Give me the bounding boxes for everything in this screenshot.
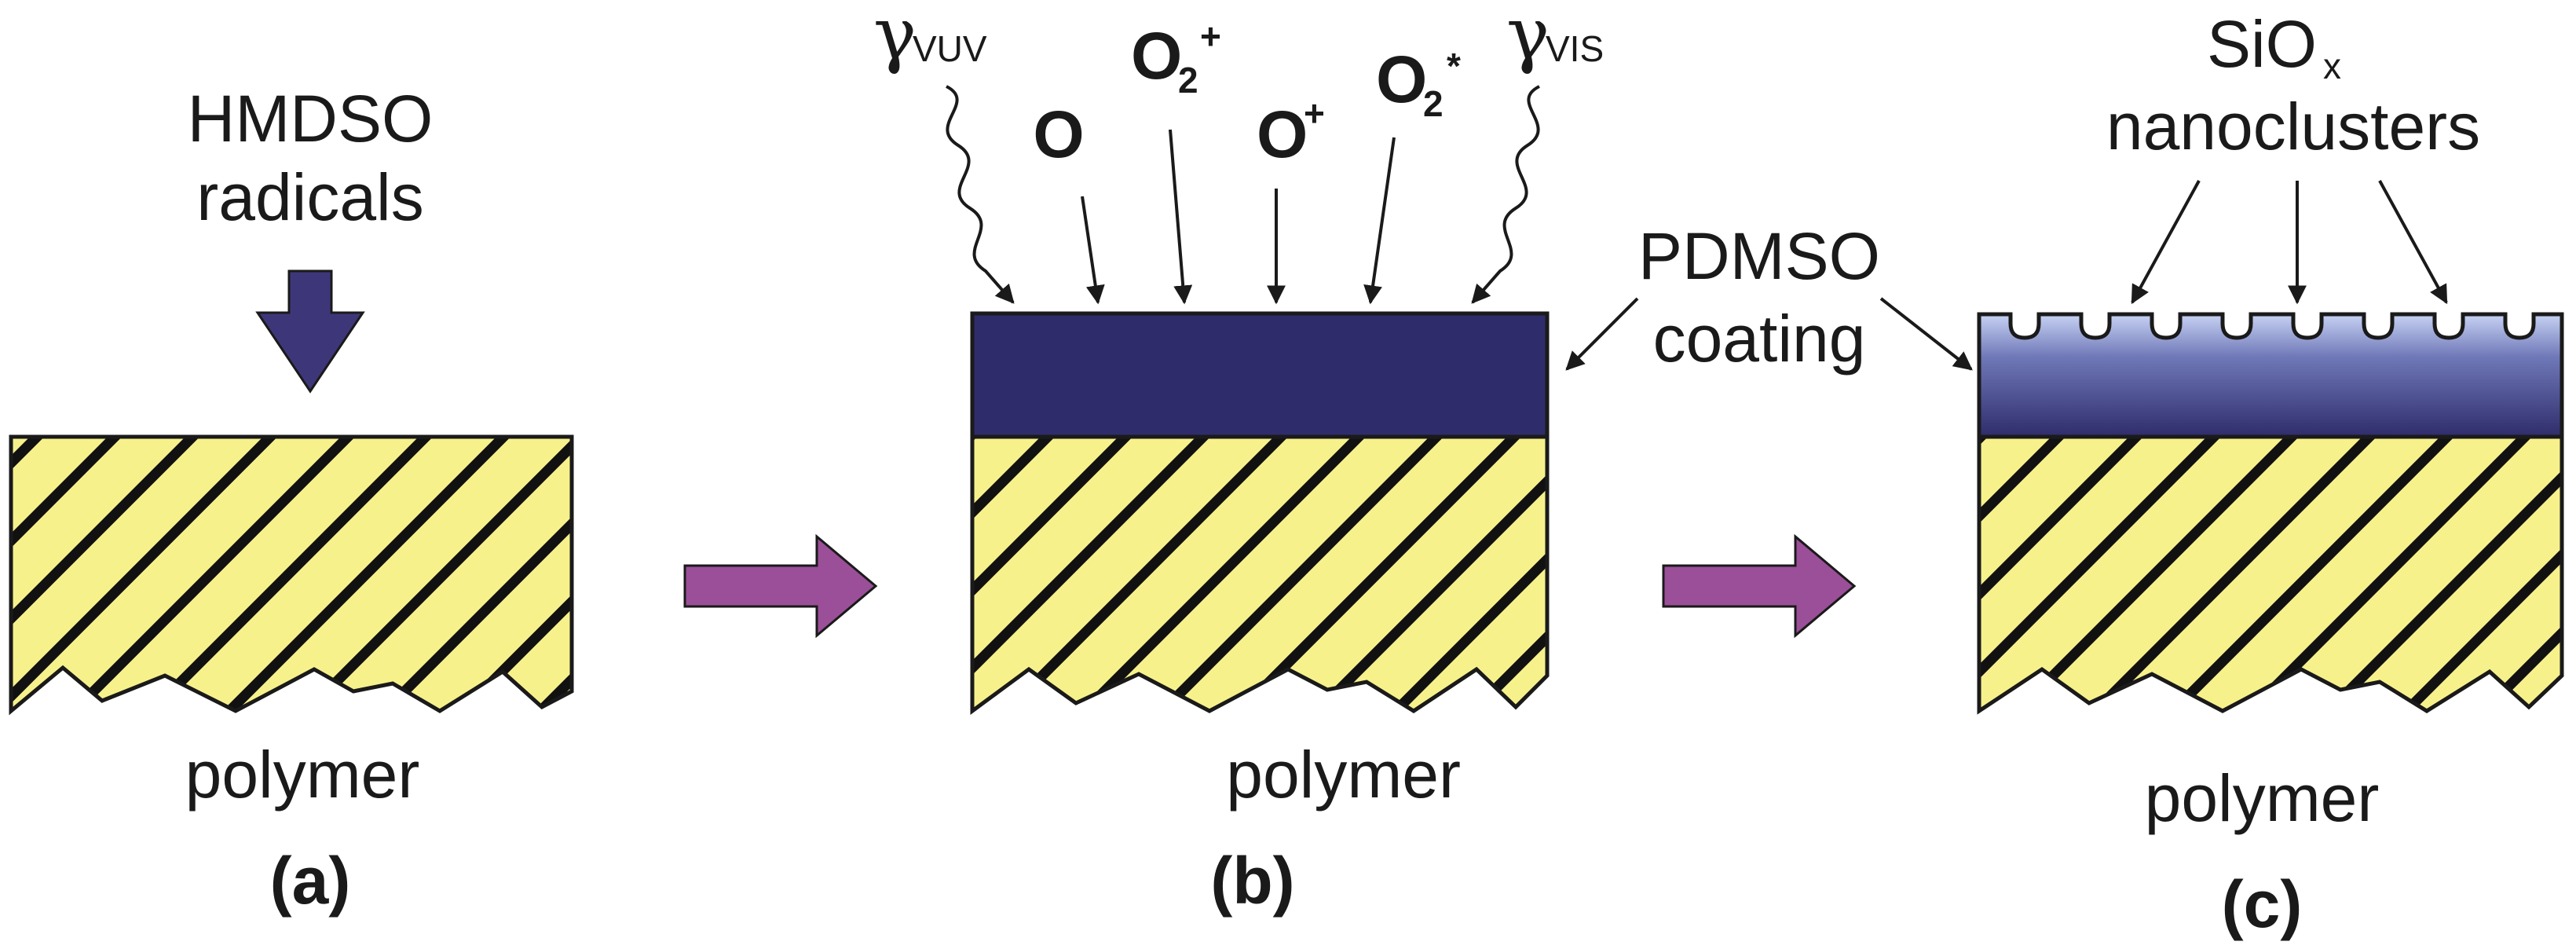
gamma-vuv-symbol: γ xyxy=(873,0,917,76)
polymer-label-c: polymer xyxy=(2145,761,2380,835)
o2-star-main: O xyxy=(1376,42,1427,116)
cluster-arrow-3-icon xyxy=(2378,180,2448,305)
panel-c: SiO x nanoclusters polymer (c) xyxy=(1977,7,2564,941)
nanostructured-coating-c xyxy=(1977,312,2564,439)
hmdso-label: HMDSO xyxy=(188,82,434,156)
o-plus-label: O + xyxy=(1257,93,1325,171)
caption-a: (a) xyxy=(270,844,351,918)
gamma-vis-symbol: γ xyxy=(1506,0,1550,76)
polymer-substrate-a xyxy=(9,434,574,716)
gamma-vuv-sub: VUV xyxy=(913,28,987,69)
coating-arrow-c-icon xyxy=(1879,297,1973,371)
nanoclusters-label: nanoclusters xyxy=(2106,90,2480,163)
polymer-label-a: polymer xyxy=(185,738,420,812)
process-arrow-1-icon xyxy=(683,533,878,639)
o2-plus-sub: 2 xyxy=(1178,60,1198,101)
o2-star-sub: 2 xyxy=(1423,83,1444,124)
precursor-arrow-icon xyxy=(255,269,365,394)
o2-plus-label: O 2 + xyxy=(1131,16,1221,101)
pdmso-coating-b xyxy=(970,311,1550,439)
o2-star-sup: * xyxy=(1447,46,1461,86)
polymer-substrate-b xyxy=(970,434,1550,715)
o2-plus-sup: + xyxy=(1200,16,1221,57)
panel-a: HMDSO radicals polymer (a) xyxy=(9,82,574,918)
o2-star-label: O 2 * xyxy=(1376,42,1461,124)
o-plus-sup: + xyxy=(1304,93,1325,134)
caption-c: (c) xyxy=(2222,867,2303,941)
polymer-label-b: polymer xyxy=(1226,738,1461,812)
siox-main: SiO xyxy=(2207,7,2317,81)
panel-b: γ VUV O O 2 + O + O 2 * γ VIS polymer xyxy=(873,0,1604,918)
process-arrow-2-icon xyxy=(1662,533,1857,639)
gamma-vuv-label: γ VUV xyxy=(873,0,987,76)
cluster-arrow-1-icon xyxy=(2131,180,2201,305)
vis-photon-arrow-icon xyxy=(1471,85,1540,304)
o-label: O xyxy=(1033,97,1084,171)
siox-sub: x xyxy=(2323,46,2341,86)
o-arrow-icon xyxy=(1081,196,1105,305)
o2-plus-main: O xyxy=(1131,19,1182,93)
vuv-photon-arrow-icon xyxy=(946,85,1015,304)
siox-label: SiO x xyxy=(2207,7,2341,86)
o2-plus-arrow-icon xyxy=(1169,129,1193,305)
radicals-label: radicals xyxy=(196,160,423,234)
o-plus-main: O xyxy=(1257,97,1308,171)
caption-b: (b) xyxy=(1210,844,1294,918)
o2-star-arrow-icon xyxy=(1363,137,1396,305)
gamma-vis-sub: VIS xyxy=(1546,28,1604,69)
polymer-substrate-c xyxy=(1977,434,2564,715)
gamma-vis-label: γ VIS xyxy=(1506,0,1604,76)
pdmso-label: PDMSO xyxy=(1638,219,1880,293)
coating-arrow-b-icon xyxy=(1565,297,1639,371)
coating-label: coating xyxy=(1653,302,1866,376)
